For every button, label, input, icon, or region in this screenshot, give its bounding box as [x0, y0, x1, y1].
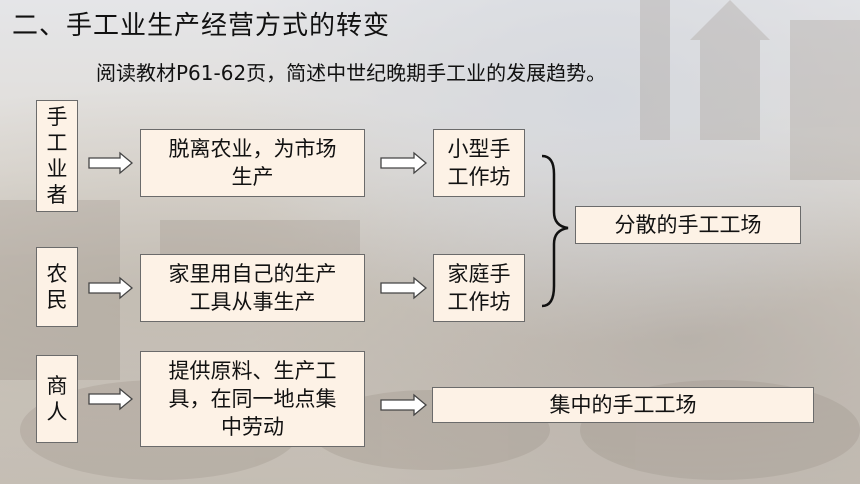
source-char: 工 — [46, 131, 68, 155]
source-char: 民 — [46, 288, 68, 312]
process-box-merchant: 提供原料、生产工具，在同一地点集中劳动 — [140, 351, 365, 447]
source-char: 农 — [46, 262, 68, 286]
process-box-farmer: 家里用自己的生产工具从事生产 — [140, 254, 365, 322]
result-box-family-workshop: 家庭手工作坊 — [433, 254, 525, 322]
arrow-right-icon — [380, 151, 428, 175]
source-char: 业 — [46, 157, 68, 181]
process-line: 具，在同一地点集 — [168, 387, 337, 411]
process-line: 工具从事生产 — [189, 290, 316, 314]
source-char: 人 — [46, 400, 68, 424]
result-line: 家庭手 — [447, 262, 511, 286]
process-line: 脱离农业，为市场 — [168, 137, 337, 161]
result-line: 小型手 — [447, 137, 511, 161]
outcome-box-centralized: 集中的手工工场 — [432, 387, 814, 423]
arrow-right-icon — [380, 393, 428, 417]
right-brace-icon — [541, 154, 569, 308]
process-line: 提供原料、生产工 — [168, 359, 337, 383]
process-box-craftsman: 脱离农业，为市场生产 — [140, 129, 365, 197]
slide-subtitle: 阅读教材P61-62页，简述中世纪晚期手工业的发展趋势。 — [96, 61, 607, 85]
process-line: 中劳动 — [221, 415, 284, 439]
source-box-merchant: 商 人 — [36, 355, 78, 443]
process-line: 生产 — [231, 165, 274, 189]
arrow-right-icon — [88, 151, 134, 175]
source-box-farmer: 农 民 — [36, 247, 78, 327]
slide-title: 二、手工业生产经营方式的转变 — [12, 11, 391, 41]
arrow-right-icon — [88, 387, 134, 411]
result-box-small-workshop: 小型手工作坊 — [433, 129, 525, 197]
source-char: 者 — [46, 183, 68, 207]
arrow-right-icon — [88, 276, 134, 300]
process-line: 家里用自己的生产 — [168, 262, 337, 286]
source-box-craftsman: 手 工 业 者 — [36, 100, 78, 212]
arrow-right-icon — [380, 276, 428, 300]
source-char: 商 — [46, 374, 68, 398]
source-char: 手 — [46, 105, 68, 129]
result-line: 工作坊 — [447, 165, 511, 189]
outcome-box-dispersed: 分散的手工工场 — [575, 206, 801, 244]
result-line: 工作坊 — [447, 290, 511, 314]
